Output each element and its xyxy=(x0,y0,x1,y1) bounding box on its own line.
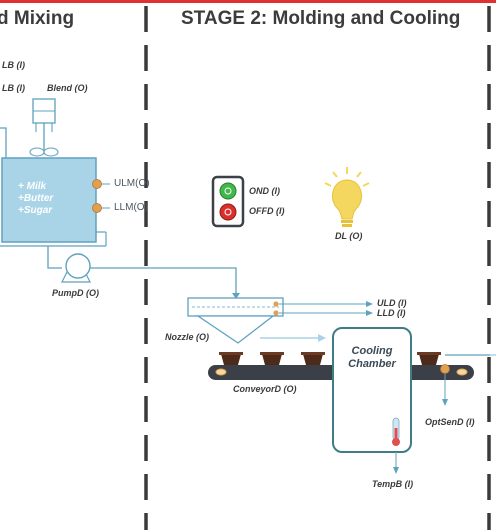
temp-label: TempB (I) xyxy=(372,479,414,489)
ulm-label: ULM(O) xyxy=(114,178,150,189)
ingredient-butter: +Butter xyxy=(18,193,54,204)
chocolate-mold xyxy=(219,352,243,365)
light-label: DL (O) xyxy=(335,231,363,241)
chocolate-mold xyxy=(417,352,441,365)
on-label: OND (I) xyxy=(249,186,280,196)
mixer-blade-left xyxy=(29,147,45,157)
stage2-title: STAGE 2: Molding and Cooling xyxy=(181,8,461,29)
chamber-label-line1: Cooling xyxy=(351,345,393,357)
mixer-blade-right xyxy=(43,147,59,157)
off-button[interactable] xyxy=(219,203,237,221)
thermometer-icon xyxy=(392,417,400,446)
pump xyxy=(65,253,91,279)
cooling-chamber xyxy=(332,327,412,453)
chamber-label-line2: Chamber xyxy=(348,358,396,370)
blend-label: Blend (O) xyxy=(47,83,88,93)
nozzle xyxy=(195,315,275,344)
ulm-sensor xyxy=(92,179,102,189)
top-border xyxy=(0,0,496,3)
stage1-title: d Mixing xyxy=(0,8,75,29)
lb-label-1: LB (I) xyxy=(2,60,25,70)
uld-sensor xyxy=(273,301,279,307)
optsen-label: OptSenD (I) xyxy=(425,417,475,427)
conveyor-roller-left xyxy=(215,368,227,376)
nozzle-label: Nozzle (O) xyxy=(165,332,209,342)
mixing-tank xyxy=(1,157,97,243)
inlet-line xyxy=(0,127,7,158)
conveyor-roller-right xyxy=(456,368,468,376)
lld-label: LLD (I) xyxy=(377,308,406,318)
lld-sensor xyxy=(273,310,279,316)
tank-outlet-pipe xyxy=(47,246,62,269)
pump-to-nozzle-pipe xyxy=(90,267,237,298)
light-bulb-icon xyxy=(324,167,370,227)
llm-sensor xyxy=(92,203,102,213)
uld-label: ULD (I) xyxy=(377,298,407,308)
ingredient-sugar: +Sugar xyxy=(18,205,53,216)
conveyor-label: ConveyorD (O) xyxy=(233,384,297,394)
chocolate-mold xyxy=(260,352,284,365)
optical-sensor xyxy=(440,364,450,374)
pump-label: PumpD (O) xyxy=(52,288,99,298)
chocolate-mold xyxy=(301,352,325,365)
lb-label-2: LB (I) xyxy=(2,83,25,93)
on-button[interactable] xyxy=(219,182,237,200)
llm-label: LLM(O) xyxy=(114,202,148,213)
off-label: OFFD (I) xyxy=(249,206,285,216)
ingredient-milk: + Milk xyxy=(18,181,47,192)
